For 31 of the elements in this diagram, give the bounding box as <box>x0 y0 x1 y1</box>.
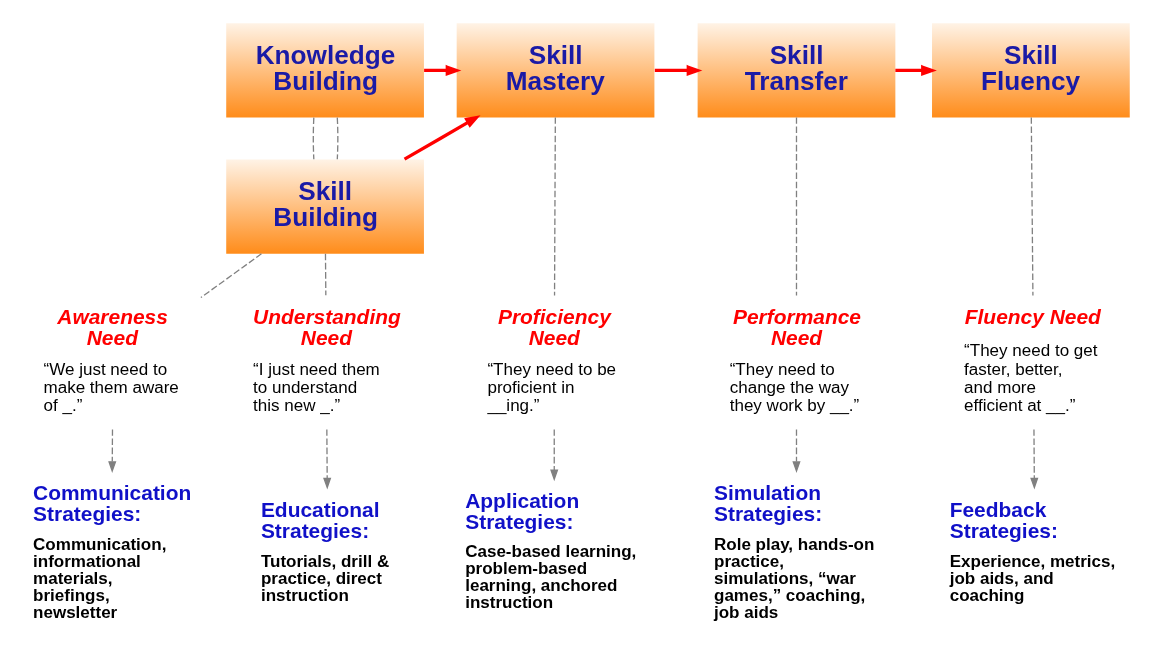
node-box: Knowledge Building <box>226 23 424 118</box>
node-text: Simulation Strategies: Role play, hands-on practice, simulations, “war games,” coaching, job aids <box>713 481 875 622</box>
arrow <box>108 428 117 474</box>
node-text: Educational Strategies: Tutorials, drill & practice, direct instruction <box>260 498 390 605</box>
arrow <box>424 64 462 76</box>
connector <box>553 116 556 297</box>
node-box: Skill Fluency <box>932 23 1130 118</box>
node-box: Skill Transfer <box>697 23 896 118</box>
node-text: Communication Strategies: Communication, informational materials, briefings, newsletter <box>33 481 192 622</box>
connector <box>795 116 798 297</box>
connector <box>1030 116 1034 297</box>
connector <box>200 253 263 299</box>
arrow <box>895 64 937 76</box>
arrow <box>323 428 332 490</box>
node-text: Fluency Need “They need to get faster, better, and more efficient at __.” <box>964 305 1101 416</box>
node-text: Awareness Need “We just need to make them aware of _.” <box>43 305 179 416</box>
arrow <box>654 64 703 76</box>
arrow <box>403 115 481 161</box>
node-text: Performance Need “They need to change the way they work by __.” <box>729 305 861 416</box>
node-box: Skill Mastery <box>456 23 655 118</box>
node-box: Skill Building <box>226 159 424 254</box>
connector <box>324 253 327 296</box>
connector <box>312 117 315 160</box>
node-text: Feedback Strategies: Experience, metrics, job aids, and coaching <box>949 498 1116 605</box>
arrow <box>1030 428 1039 490</box>
node-text: Application Strategies: Case-based learning, problem-based learning, anchored instruction <box>465 489 637 613</box>
node-text: Proficiency Need “They need to be proficient in __ing.” <box>487 305 617 416</box>
arrow <box>792 428 801 474</box>
connector <box>336 117 339 160</box>
arrow <box>550 428 559 482</box>
node-text: Understanding Need “I just need them to understand this new _.” <box>253 305 401 416</box>
